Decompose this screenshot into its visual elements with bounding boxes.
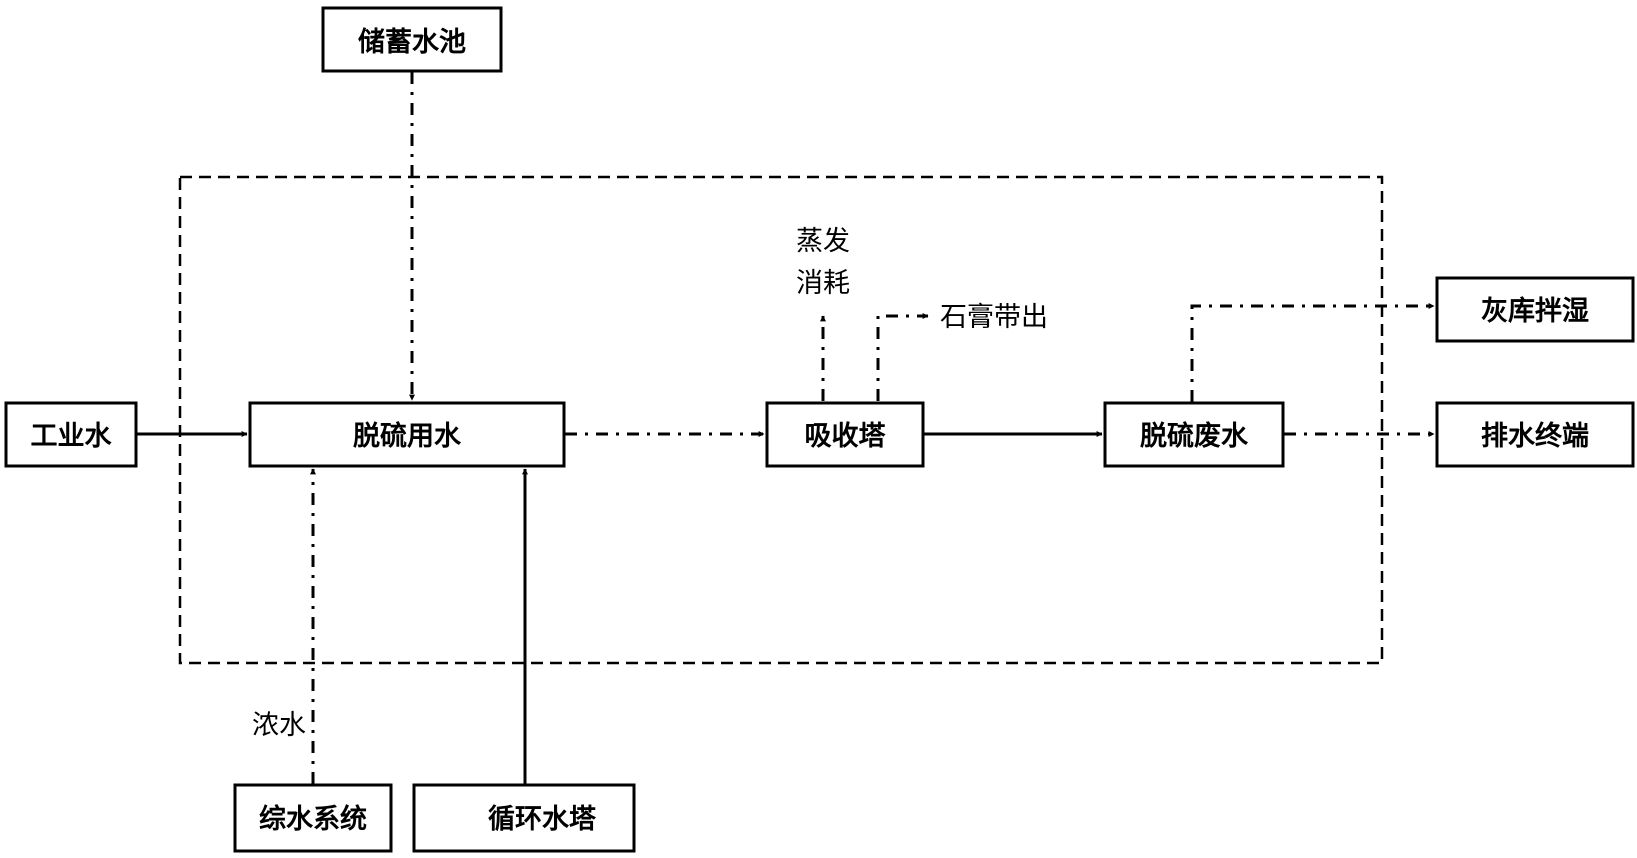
circulating-water-tower-label: 循环水塔 [488,804,597,835]
evaporation-label-line1: 蒸发 [796,226,850,257]
desulfurization-wastewater-node: 脱硫废水 [1103,401,1285,468]
desulfurization-water-label: 脱硫用水 [353,420,462,452]
drain-terminal-label: 排水终端 [1481,420,1589,452]
gypsum-carryout-label: 石膏带出 [940,302,1048,333]
arrow-absorption-to-gypsum [876,313,929,401]
evaporation-label-line2: 消耗 [796,268,850,299]
ash-storage-mixing-label: 灰库拌湿 [1481,296,1589,327]
comprehensive-water-system-node: 综水系统 [233,783,393,853]
system-boundary [178,175,1384,665]
industrial-water-label: 工业水 [31,421,113,452]
industrial-water-node: 工业水 [4,401,138,468]
drain-terminal-node: 排水终端 [1435,401,1635,468]
absorption-tower-node: 吸收塔 [765,401,925,468]
desulfurization-wastewater-label: 脱硫废水 [1140,420,1249,452]
desulfurization-water-node: 脱硫用水 [248,401,566,468]
storage-pool-label: 储蓄水池 [358,27,466,58]
circulating-water-tower-node: 循环水塔 [412,783,636,853]
storage-pool-node: 储蓄水池 [321,6,503,73]
ash-storage-mixing-node: 灰库拌湿 [1435,276,1635,343]
comprehensive-water-system-label: 综水系统 [259,803,367,835]
concentrated-water-label: 浓水 [252,710,306,741]
absorption-tower-label: 吸收塔 [805,421,887,452]
arrow-wastewater-to-ash [1190,303,1435,402]
